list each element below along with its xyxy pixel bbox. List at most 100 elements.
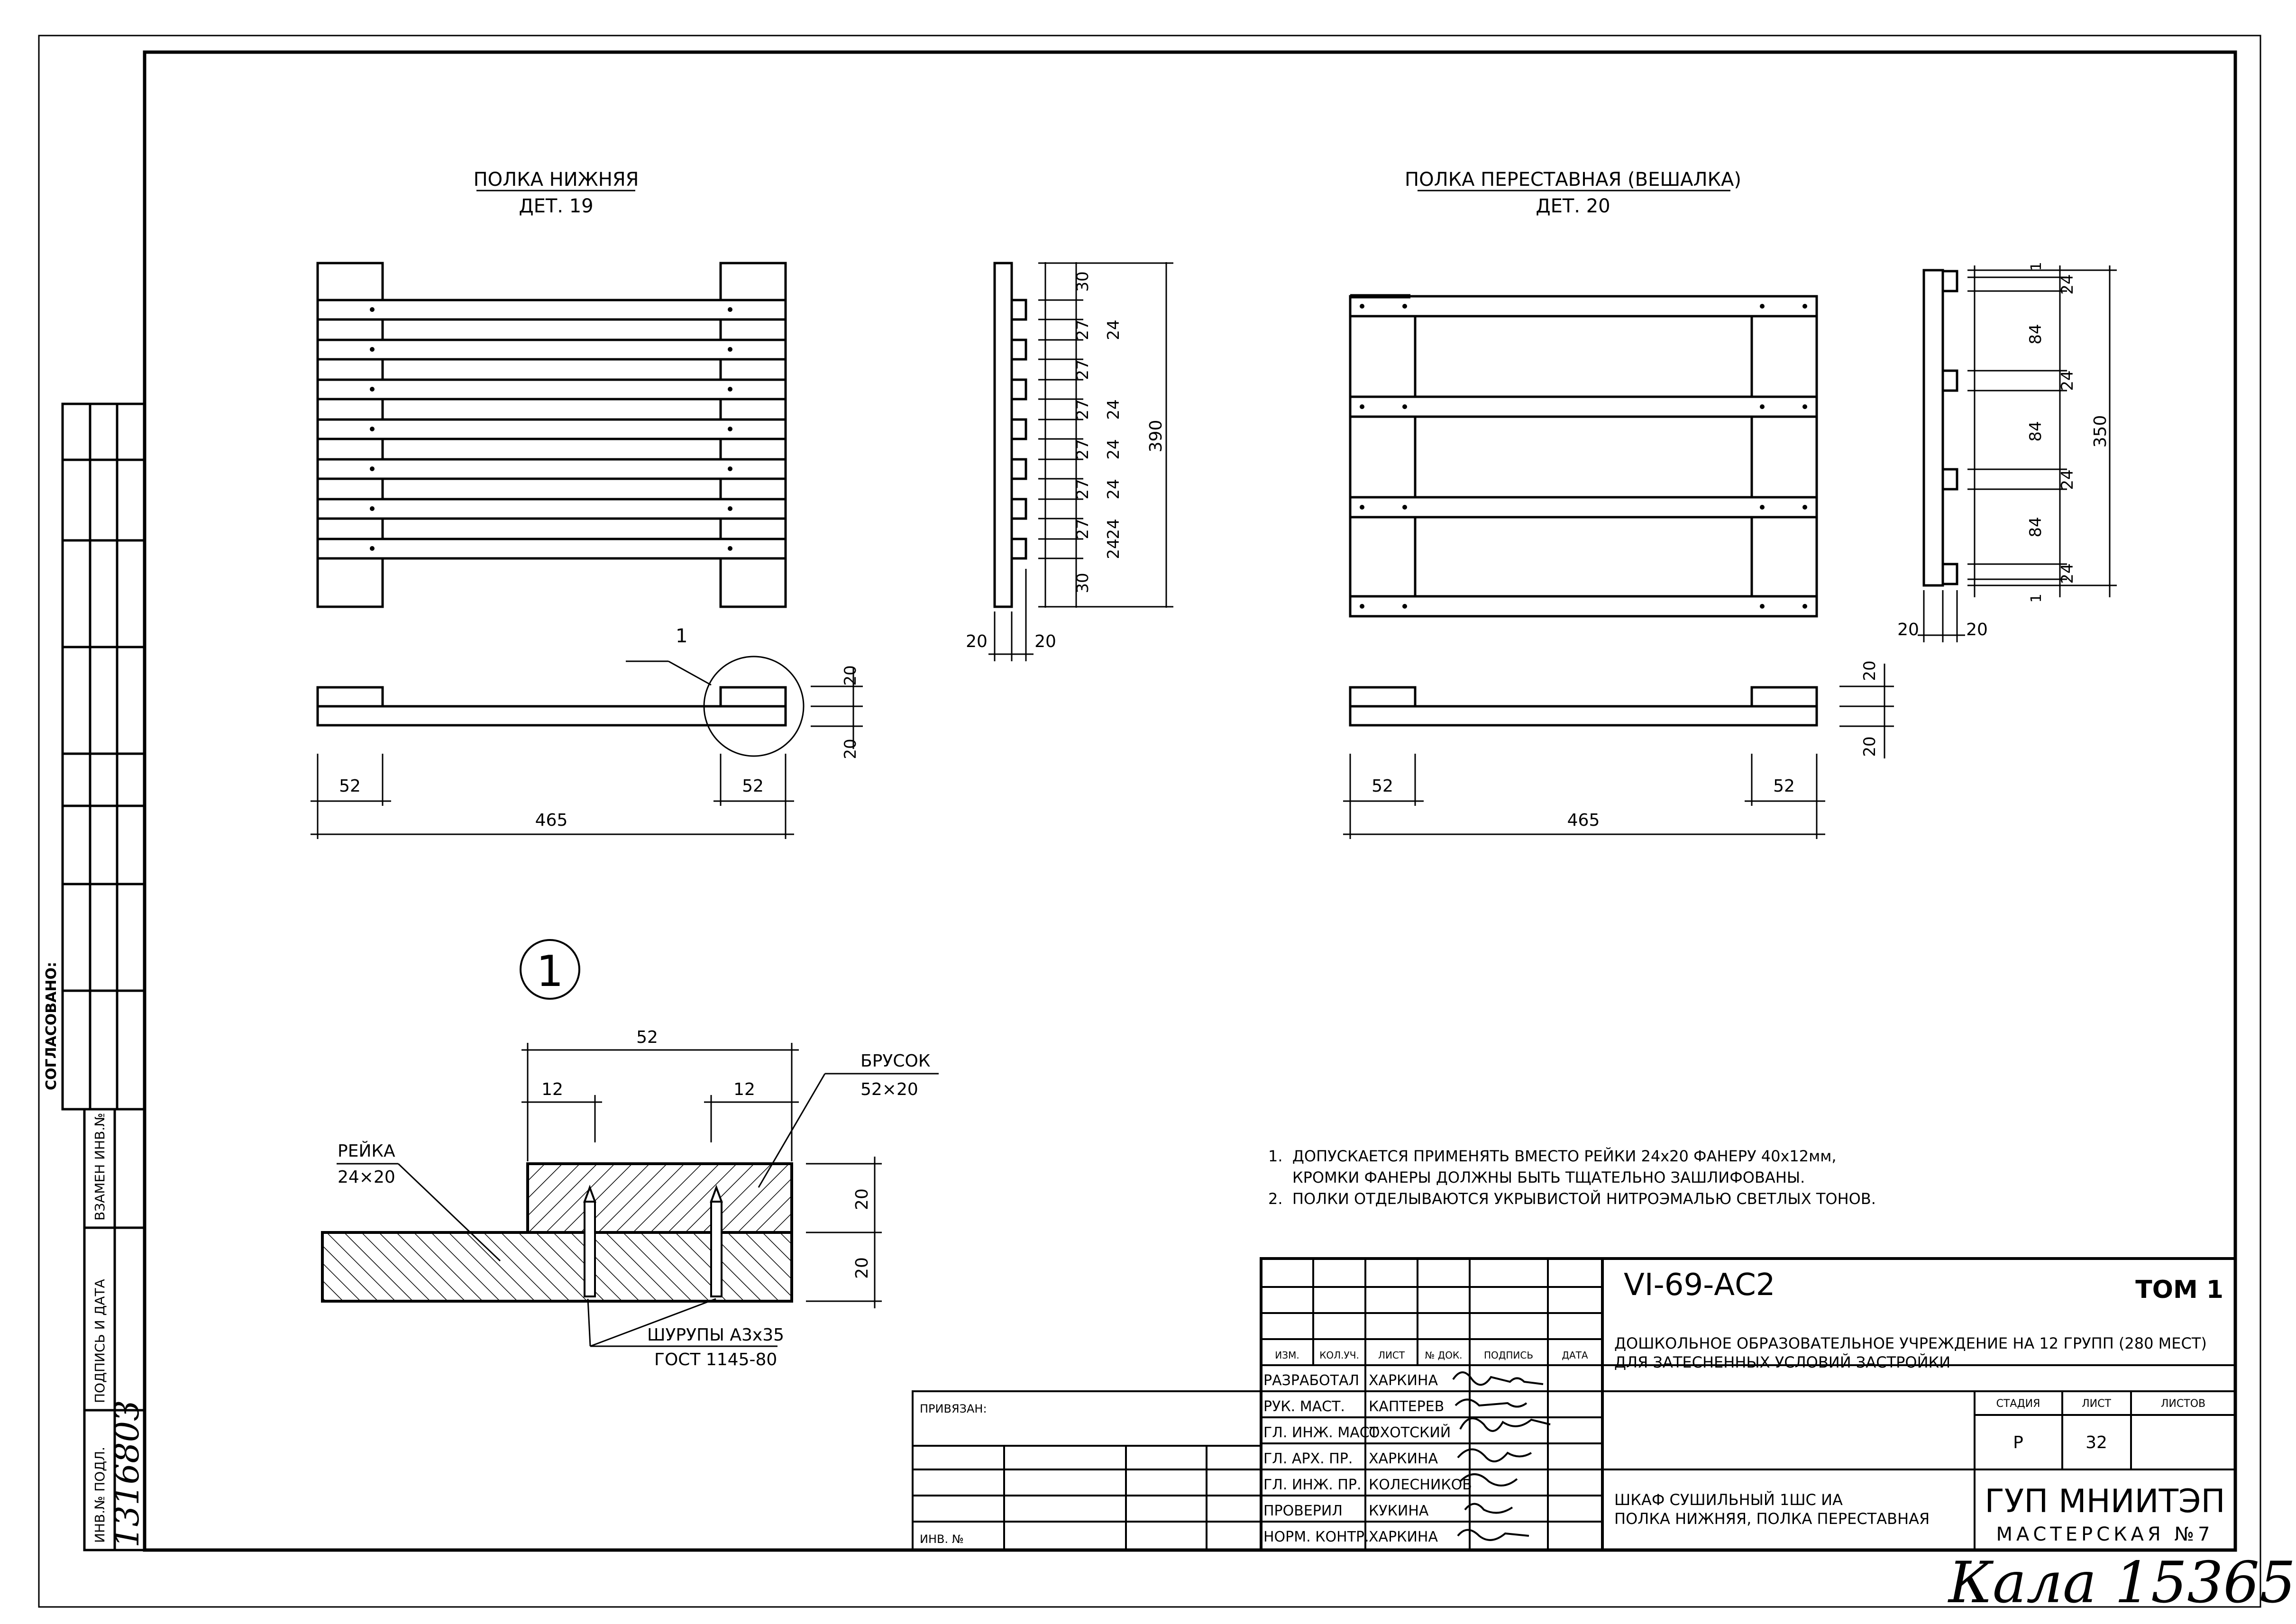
note-line: 2. ПОЛКИ ОТДЕЛЫВАЮТСЯ УКРЫВИСТОЙ НИТРОЭМ… bbox=[1268, 1190, 1876, 1208]
col-header: ИЗМ. bbox=[1275, 1350, 1299, 1361]
det19-plan-view-fix bbox=[381, 319, 722, 539]
det20-titles: ПОЛКА ПЕРЕСТАВНАЯ (ВЕШАЛКА) ДЕТ. 20 bbox=[1405, 169, 1741, 217]
dim-side-24: 24 bbox=[1104, 538, 1123, 559]
note-line: КРОМКИ ФАНЕРЫ ДОЛЖНЫ БЫТЬ ТЩАТЕЛЬНО ЗАШЛ… bbox=[1268, 1168, 1805, 1186]
role-label: ГЛ. ИНЖ. МАСТ bbox=[1263, 1424, 1379, 1441]
dim-side-30-bottom: 30 bbox=[1073, 573, 1092, 593]
label-reika-size: 24×20 bbox=[338, 1168, 395, 1187]
detail-marker-number: 1 bbox=[536, 947, 563, 996]
dim-side-27: 27 bbox=[1073, 399, 1092, 420]
det20-screw-dots bbox=[1360, 304, 1807, 609]
project-name-line: ДОШКОЛЬНОЕ ОБРАЗОВАТЕЛЬНОЕ УЧРЕЖДЕНИЕ НА… bbox=[1614, 1334, 2207, 1352]
dim-detail-52: 52 bbox=[636, 1028, 658, 1047]
stamp-handwritten: Кала 15365 bbox=[1948, 1550, 2296, 1616]
inv-label: ИНВ. № bbox=[920, 1533, 964, 1546]
binding-block bbox=[912, 1390, 1262, 1551]
det19-title: ПОЛКА НИЖНЯЯ bbox=[474, 169, 639, 191]
det19-plan-view bbox=[316, 262, 787, 608]
vzamen-inv-label: ВЗАМЕН ИНВ.№ bbox=[92, 1113, 108, 1221]
dim-52-left: 52 bbox=[339, 776, 361, 796]
soglasovano-label: СОГЛАСОВАНО: bbox=[43, 962, 60, 1090]
person-name: КУКИНА bbox=[1369, 1503, 1429, 1519]
dim-side-84: 84 bbox=[2026, 421, 2045, 441]
detail-marker bbox=[520, 939, 580, 1000]
dim-465: 465 bbox=[1567, 811, 1600, 830]
dim-front-20-top: 20 bbox=[841, 665, 860, 685]
dim-side-24: 24 bbox=[2058, 274, 2077, 294]
person-name: КОЛЕСНИКОВ bbox=[1369, 1477, 1472, 1493]
dim-side-27: 27 bbox=[1073, 319, 1092, 340]
det19-side-dims bbox=[988, 262, 1173, 661]
detail-screws bbox=[583, 1185, 723, 1297]
role-label: РУК. МАСТ. bbox=[1263, 1398, 1345, 1415]
doc-code: VI-69-АС2 bbox=[1624, 1268, 1775, 1303]
det19-front-dims bbox=[311, 656, 863, 839]
col-header: ЛИСТ bbox=[1378, 1350, 1405, 1361]
dim-front-20-top: 20 bbox=[1860, 660, 1879, 681]
project-name-line: ДЛЯ ЗАТЕСНЕННЫХ УСЛОВИЙ ЗАСТРОЙКИ bbox=[1614, 1353, 1950, 1371]
person-name: КАПТЕРЕВ bbox=[1369, 1398, 1444, 1415]
det19-side-dim-texts: 30 27 27 27 27 27 27 30 24 24 24 24 24 2… bbox=[966, 271, 1166, 651]
col-header: КОЛ.УЧ. bbox=[1319, 1350, 1359, 1361]
dim-side-27: 27 bbox=[1073, 479, 1092, 499]
dim-side-24: 24 bbox=[1104, 479, 1123, 499]
note-line: 1. ДОПУСКАЕТСЯ ПРИМЕНЯТЬ ВМЕСТО РЕЙКИ 24… bbox=[1268, 1147, 1837, 1165]
det20-side-view bbox=[1922, 269, 1958, 587]
dim-side-27: 27 bbox=[1073, 359, 1092, 380]
label-gost: ГОСТ 1145-80 bbox=[654, 1350, 777, 1369]
det20-title: ПОЛКА ПЕРЕСТАВНАЯ (ВЕШАЛКА) bbox=[1405, 169, 1741, 191]
det20-side-dims bbox=[1918, 265, 2117, 642]
dim-465: 465 bbox=[535, 811, 568, 830]
col-header: ПОДПИСЬ bbox=[1484, 1350, 1533, 1361]
callout-1: 1 bbox=[676, 625, 687, 647]
dim-52-right: 52 bbox=[1773, 776, 1795, 796]
dim-side-20-right: 20 bbox=[1966, 620, 1988, 639]
dim-side-24: 24 bbox=[1104, 399, 1123, 420]
det20-plan-view bbox=[1349, 295, 1818, 618]
det20-front-view bbox=[1349, 686, 1818, 727]
privyazan-label: ПРИВЯЗАН: bbox=[920, 1402, 987, 1415]
dim-side-24: 24 bbox=[2058, 563, 2077, 584]
sheets-header: ЛИСТОВ bbox=[2161, 1398, 2205, 1410]
role-label: ГЛ. АРХ. ПР. bbox=[1263, 1451, 1353, 1467]
dim-side-30-top: 30 bbox=[1073, 271, 1092, 292]
det19-side-view bbox=[993, 262, 1027, 608]
dim-front-20-bottom: 20 bbox=[841, 739, 860, 759]
role-label: ГЛ. ИНЖ. ПР. bbox=[1263, 1477, 1362, 1493]
org-name: ГУП МНИИТЭП bbox=[1985, 1483, 2225, 1520]
podpis-data-label: ПОДПИСЬ И ДАТА bbox=[92, 1279, 108, 1403]
det19-titles: ПОЛКА НИЖНЯЯ ДЕТ. 19 bbox=[474, 169, 639, 217]
dim-side-24: 24 bbox=[1104, 439, 1123, 459]
label-screws: ШУРУПЫ А3х35 bbox=[647, 1325, 784, 1345]
dim-52-right: 52 bbox=[742, 776, 764, 796]
det20-plan-fix bbox=[1350, 294, 1753, 596]
col-header: ДАТА bbox=[1562, 1350, 1588, 1361]
dim-52-left: 52 bbox=[1372, 776, 1393, 796]
sheet-value: 32 bbox=[2086, 1433, 2107, 1452]
label-brusok-size: 52×20 bbox=[860, 1080, 918, 1099]
dim-detail-20-top: 20 bbox=[852, 1188, 872, 1210]
dim-side-24: 24 bbox=[1104, 319, 1123, 340]
dim-side-1-top: 1 bbox=[2028, 262, 2045, 271]
tom: ТОМ 1 bbox=[2135, 1276, 2223, 1304]
label-reika: РЕЙКА bbox=[338, 1141, 395, 1161]
dim-side-27: 27 bbox=[1073, 439, 1092, 459]
dim-side-84: 84 bbox=[2026, 324, 2045, 344]
left-strip bbox=[61, 402, 146, 1551]
title-block bbox=[1260, 1257, 2237, 1551]
dim-side-24: 24 bbox=[2058, 370, 2077, 391]
det20-subtitle: ДЕТ. 20 bbox=[1536, 195, 1610, 217]
dim-side-390: 390 bbox=[1146, 420, 1166, 453]
role-label: ПРОВЕРИЛ bbox=[1263, 1503, 1343, 1519]
title-col-headers: ИЗМ. КОЛ.УЧ. ЛИСТ № ДОК. ПОДПИСЬ ДАТА bbox=[1275, 1350, 1588, 1361]
title-people: РАЗРАБОТАЛ ХАРКИНА РУК. МАСТ. КАПТЕРЕВ Г… bbox=[1263, 1372, 1472, 1545]
notes: 1. ДОПУСКАЕТСЯ ПРИМЕНЯТЬ ВМЕСТО РЕЙКИ 24… bbox=[1268, 1147, 1876, 1208]
dim-side-84: 84 bbox=[2026, 517, 2045, 537]
person-name: ХАРКИНА bbox=[1369, 1451, 1438, 1467]
stage-header: СТАДИЯ bbox=[1996, 1398, 2040, 1410]
dim-detail-20-bottom: 20 bbox=[852, 1257, 872, 1279]
detail-dims bbox=[337, 1043, 939, 1347]
person-name: ОХОТСКИЙ bbox=[1369, 1424, 1451, 1441]
dim-front-20-bottom: 20 bbox=[1860, 736, 1879, 757]
